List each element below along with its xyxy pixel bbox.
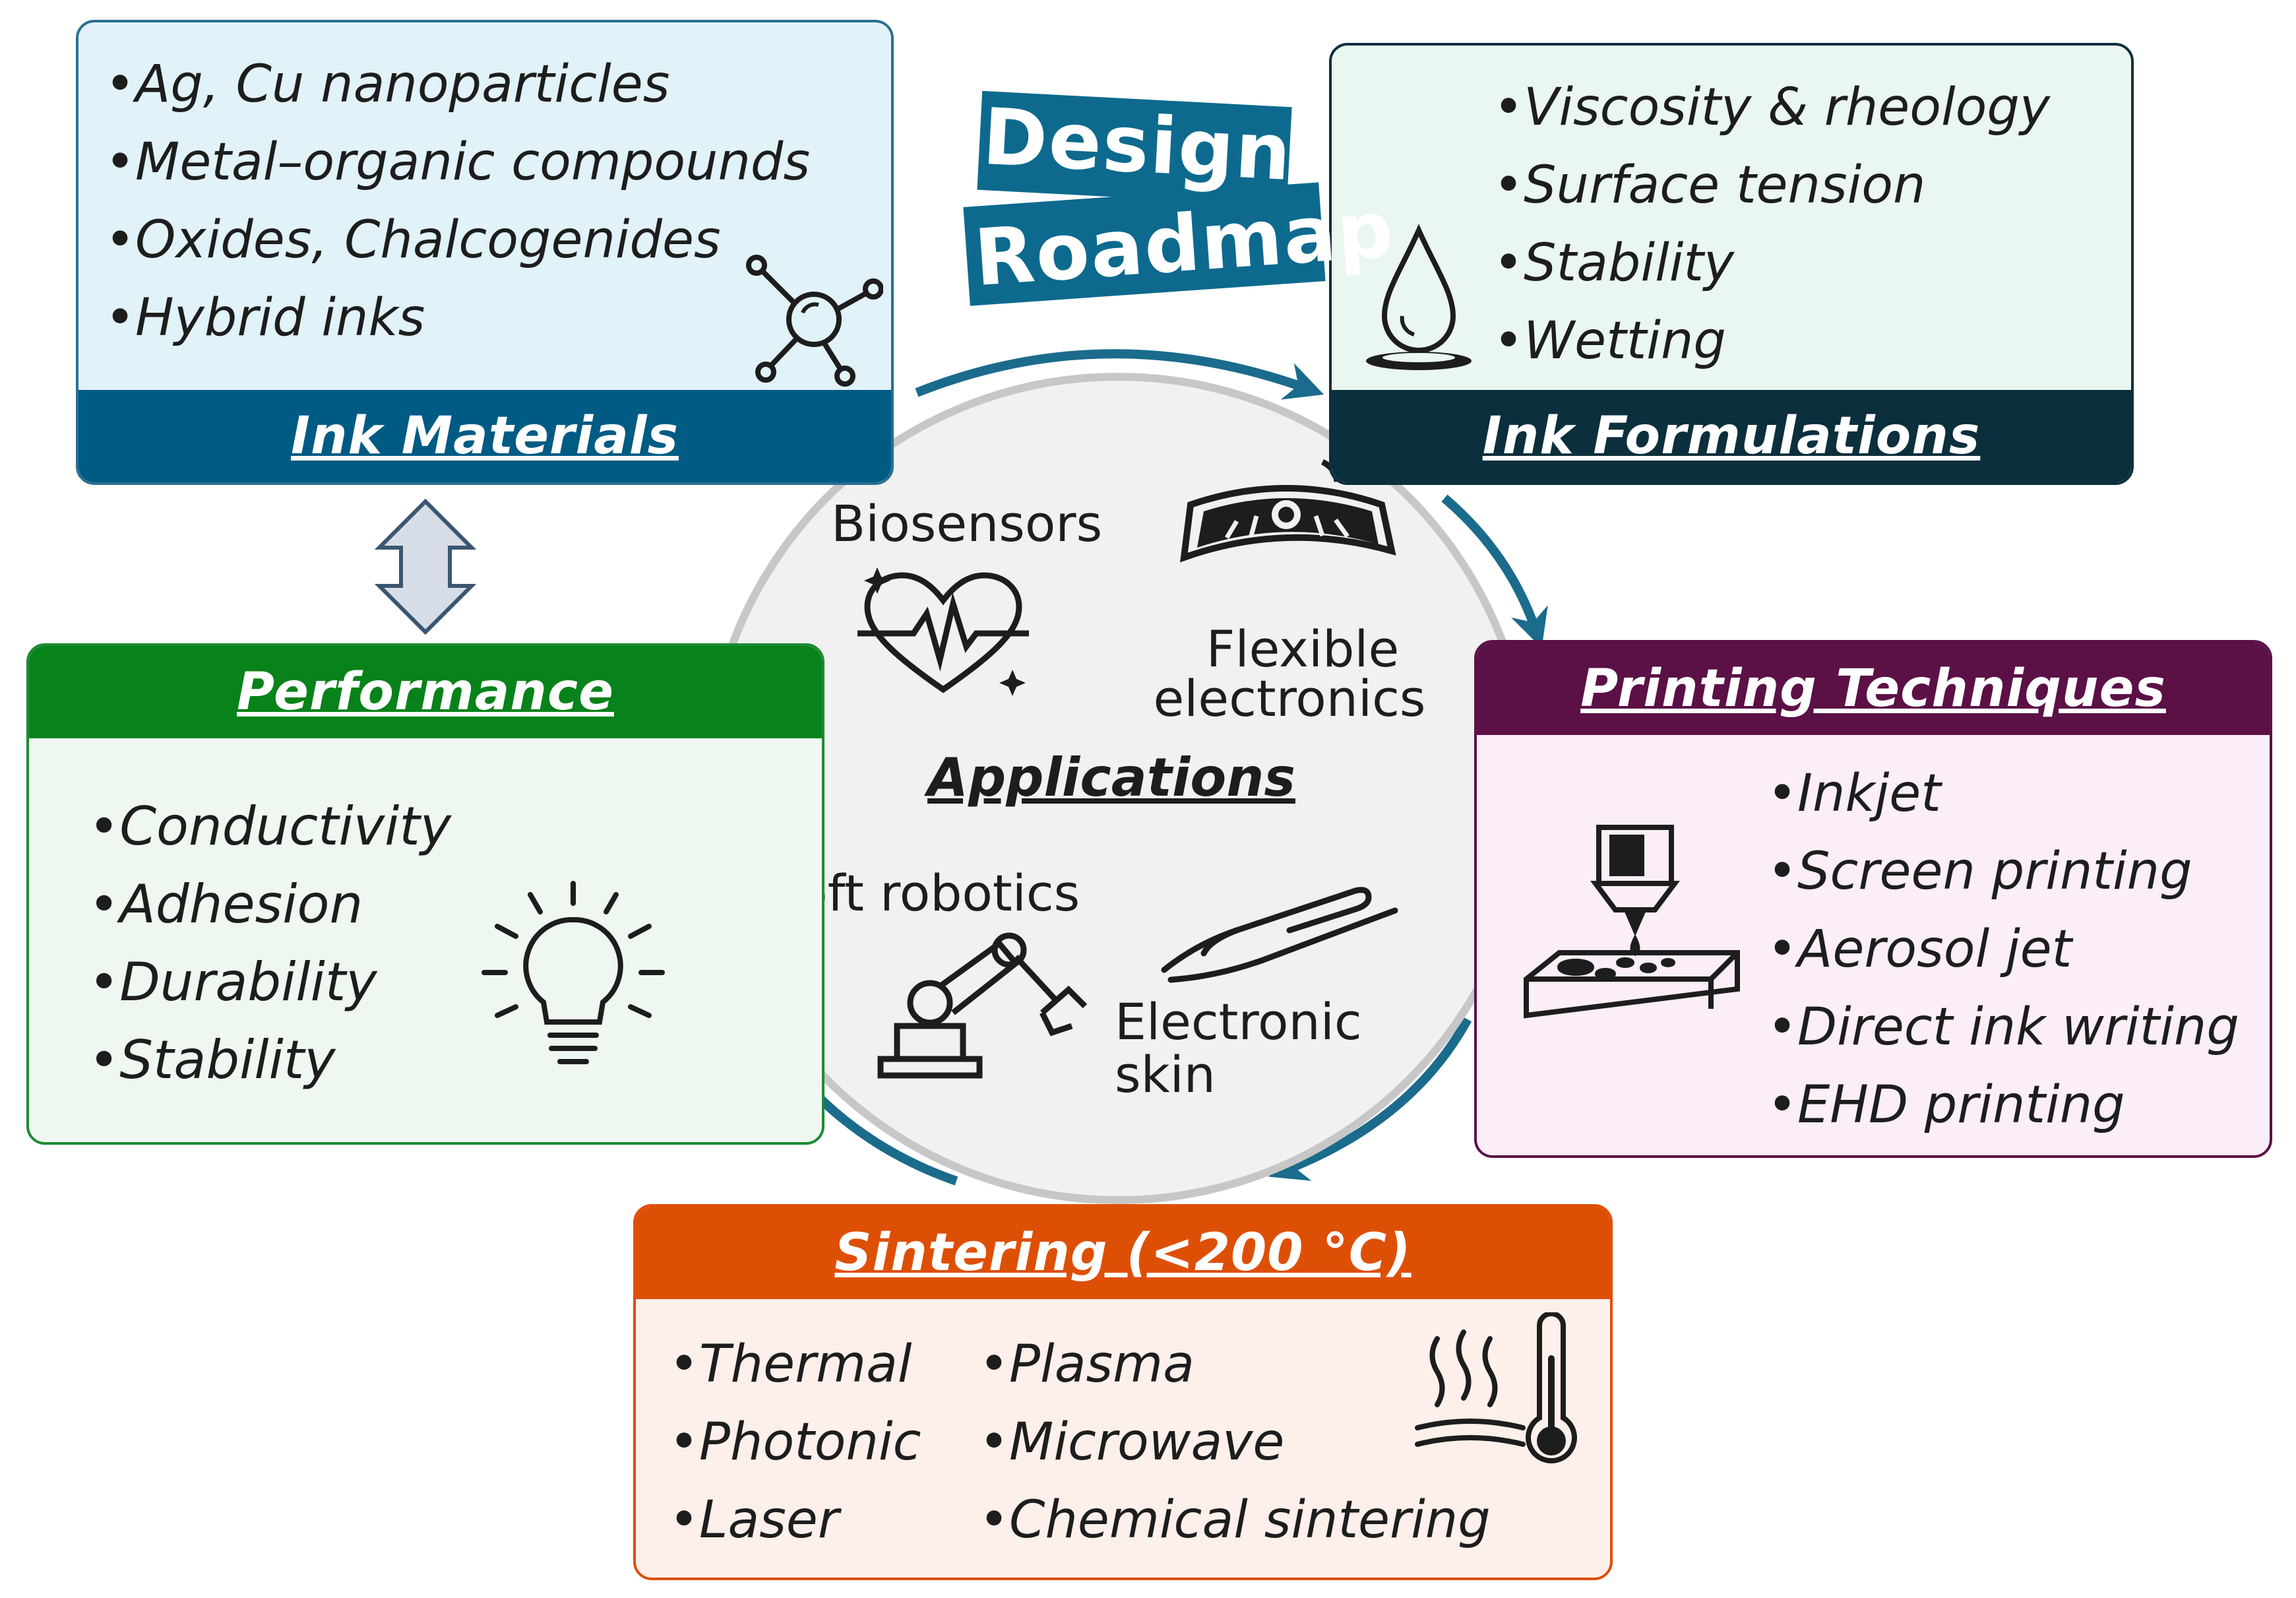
lightbulb-icon xyxy=(478,880,669,1071)
arrow-formulations-to-printing xyxy=(1441,494,1548,649)
ink-materials-header: Ink Materials xyxy=(78,390,891,482)
arrow-materials-to-formulations xyxy=(915,349,1324,400)
applications-title: Applications xyxy=(927,747,1295,808)
electronic-skin-label-line2: skin xyxy=(1115,1045,1216,1104)
sintering-item: Photonic xyxy=(669,1403,921,1481)
biosensors-label: Biosensors xyxy=(831,494,1103,553)
printing-techniques-header: Printing Techniques xyxy=(1477,643,2270,735)
molecule-icon xyxy=(745,240,883,392)
sintering-box: Sintering (<200 °C) Thermal Photonic Las… xyxy=(633,1204,1613,1580)
performance-item: Stability xyxy=(88,1021,451,1099)
flexible-electronics-label-line1: Flexible xyxy=(1206,620,1400,678)
sintering-item: Plasma xyxy=(979,1326,1491,1403)
performance-item: Durability xyxy=(88,943,451,1021)
arrow-printing-to-sintering xyxy=(1268,1017,1472,1181)
double-arrow-materials-performance xyxy=(374,498,477,635)
roadmap-line1: Design xyxy=(980,90,1295,199)
sintering-list-col2: Plasma Microwave Chemical sintering xyxy=(979,1326,1491,1559)
ink-formulations-item: Surface tension xyxy=(1493,146,2050,224)
sintering-item: Chemical sintering xyxy=(979,1481,1491,1559)
performance-box: Performance Conductivity Adhesion Durabi… xyxy=(26,643,824,1145)
robot-arm-icon xyxy=(874,927,1098,1082)
sintering-item: Microwave xyxy=(979,1403,1491,1481)
design-roadmap-banner: Design Roadmap xyxy=(963,90,1397,310)
hand-icon xyxy=(1158,878,1408,983)
ink-materials-title: Ink Materials xyxy=(290,406,679,466)
ink-materials-item: Oxides, Chalcogenides xyxy=(105,201,810,279)
heart-pulse-icon xyxy=(851,567,1036,699)
performance-title: Performance xyxy=(236,662,614,722)
sintering-item: Laser xyxy=(669,1481,921,1559)
printing-techniques-title: Printing Techniques xyxy=(1580,659,2166,719)
printing-techniques-item: Aerosol jet xyxy=(1767,911,2239,988)
printing-techniques-item: EHD printing xyxy=(1767,1066,2239,1144)
sintering-list-col1: Thermal Photonic Laser xyxy=(669,1326,921,1559)
sintering-header: Sintering (<200 °C) xyxy=(636,1207,1610,1299)
sintering-item: Thermal xyxy=(669,1326,921,1403)
printing-techniques-box: Printing Techniques Inkjet Screen printi… xyxy=(1474,640,2272,1158)
ink-materials-item: Hybrid inks xyxy=(105,279,810,357)
droplet-icon xyxy=(1361,224,1477,375)
flexible-electronics-label-line2: electronics xyxy=(1153,669,1426,728)
ink-formulations-item: Wetting xyxy=(1493,302,2050,380)
ink-formulations-list: Viscosity & rheology Surface tension Sta… xyxy=(1493,69,2050,380)
performance-item: Adhesion xyxy=(88,866,451,943)
performance-header: Performance xyxy=(29,646,822,738)
ink-formulations-item: Stability xyxy=(1493,224,2050,302)
sintering-title: Sintering (<200 °C) xyxy=(834,1223,1412,1283)
performance-item: Conductivity xyxy=(88,788,451,866)
ink-materials-item: Metal–organic compounds xyxy=(105,123,810,201)
printer-nozzle-icon xyxy=(1513,821,1744,1025)
heat-thermometer-icon xyxy=(1411,1312,1582,1477)
ink-formulations-item: Viscosity & rheology xyxy=(1493,69,2050,146)
electronic-skin-label-line1: Electronic xyxy=(1115,992,1362,1051)
ink-materials-item: Ag, Cu nanoparticles xyxy=(105,46,810,123)
printing-techniques-item: Inkjet xyxy=(1767,755,2239,833)
ink-formulations-title: Ink Formulations xyxy=(1482,406,1981,466)
printing-techniques-list: Inkjet Screen printing Aerosol jet Direc… xyxy=(1767,755,2239,1144)
ink-formulations-header: Ink Formulations xyxy=(1332,390,2131,482)
ink-materials-list: Ag, Cu nanoparticles Metal–organic compo… xyxy=(105,46,810,357)
ink-formulations-box: Viscosity & rheology Surface tension Sta… xyxy=(1329,43,2134,485)
printing-techniques-item: Screen printing xyxy=(1767,833,2239,911)
ink-materials-box: Ag, Cu nanoparticles Metal–organic compo… xyxy=(76,20,894,485)
performance-list: Conductivity Adhesion Durability Stabili… xyxy=(88,788,451,1099)
printing-techniques-item: Direct ink writing xyxy=(1767,988,2239,1066)
